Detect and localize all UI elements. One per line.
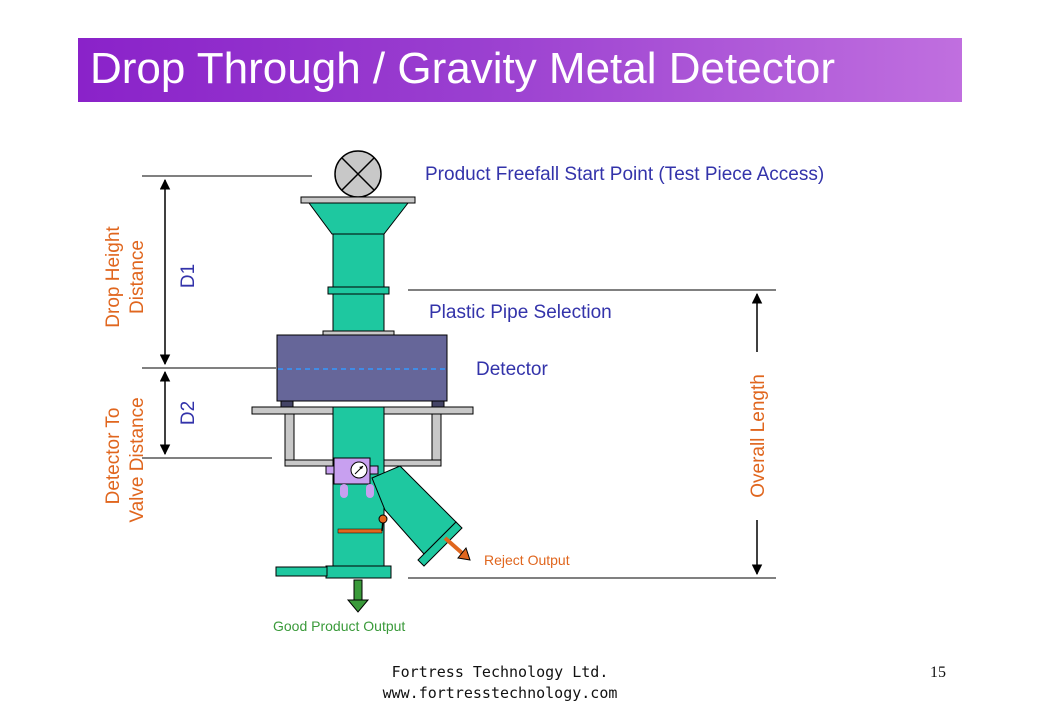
detector-label: Detector [476,359,548,380]
d2-label: D2 [178,401,199,425]
valve-side-lug-left [325,465,335,475]
footer-url: www.fortresstechnology.com [382,684,618,702]
page-number: 15 [930,664,946,681]
flap-lever [337,528,383,534]
detector-valve-label-line1: Detector To [103,408,124,505]
detector-top-flange [322,330,395,336]
pipe-selection-label: Plastic Pipe Selection [429,302,612,323]
detector-valve-label-line2: Valve Distance [127,397,148,522]
valve-side-lug-right [369,465,379,475]
overall-length-label: Overall Length [748,374,769,498]
good-output-label: Good Product Output [273,618,405,634]
reject-flange [417,521,463,567]
outlet-side-chute [275,566,328,577]
freefall-start-label: Product Freefall Start Point (Test Piece… [425,164,824,185]
hopper-funnel [308,202,410,235]
feed-valve-icon [334,150,382,198]
pipe-coupling [327,286,390,295]
flap-lever-knob [378,514,388,524]
good-output-arrow-icon [346,579,370,613]
detector-head [276,334,448,402]
title-bar: Drop Through / Gravity Metal Detector [78,38,962,102]
detector-foot-right [431,400,445,408]
drop-height-label-line2: Distance [127,240,148,314]
slide-title: Drop Through / Gravity Metal Detector [90,44,836,93]
upper-pipe [332,233,385,335]
drop-height-label-line1: Drop Height [103,226,124,328]
support-frame-leg-right [431,413,442,461]
valve-actuator-right [366,484,374,498]
reject-output-label: Reject Output [484,552,570,568]
reject-output-arrow-icon [443,536,471,561]
footer-company: Fortress Technology Ltd. [391,663,609,681]
d1-label: D1 [178,264,199,288]
valve-actuator-left [340,484,348,498]
valve-gauge-icon [350,461,368,479]
support-frame-leg-left [284,413,295,461]
valve-base-plate [300,196,416,204]
detector-foot-left [280,400,294,408]
outlet-collar [325,565,392,579]
